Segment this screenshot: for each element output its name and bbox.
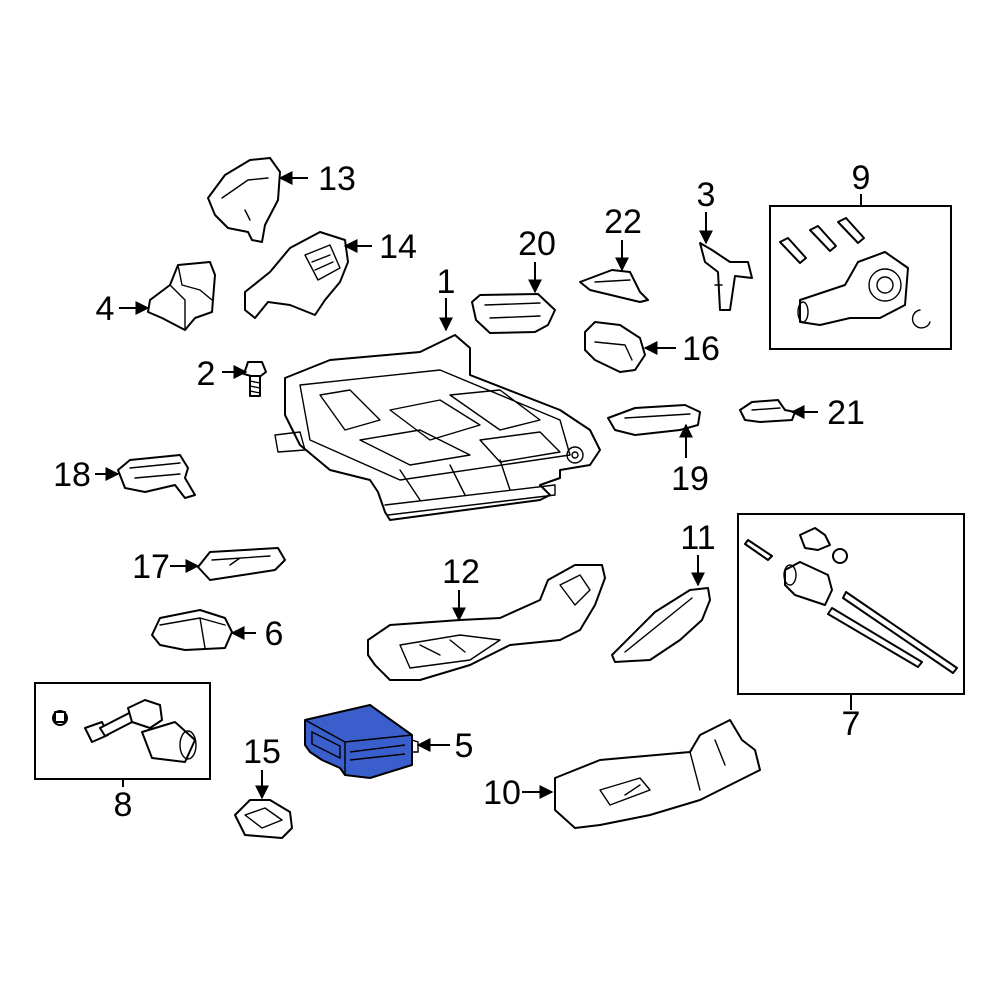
part-1-seat-frame[interactable] (274, 334, 601, 521)
part-12-side-shield[interactable] (367, 564, 606, 681)
callout-4: 4 (96, 290, 115, 328)
part-2-bolt[interactable] (243, 361, 267, 397)
part-6-module[interactable] (151, 609, 233, 651)
part-3-bracket[interactable] (699, 242, 753, 311)
callout-21: 21 (827, 394, 865, 432)
part-7-components[interactable] (744, 527, 958, 674)
part-4-bracket[interactable] (147, 261, 216, 331)
callout-labels: 1 2 3 4 5 6 7 8 9 10 11 12 13 14 15 16 1… (53, 159, 870, 824)
callout-22: 22 (604, 203, 642, 241)
part-16-switch[interactable] (584, 321, 646, 373)
part-15-switch[interactable] (234, 799, 293, 839)
callout-14: 14 (379, 228, 417, 266)
callout-1: 1 (437, 263, 456, 301)
part-20-trim[interactable] (471, 293, 556, 334)
callout-10: 10 (483, 774, 521, 812)
callout-8: 8 (114, 786, 133, 824)
callout-16: 16 (682, 330, 720, 368)
callout-5: 5 (455, 727, 474, 765)
callout-6: 6 (265, 615, 284, 653)
callout-17: 17 (132, 548, 170, 586)
callout-2: 2 (197, 355, 216, 393)
part-9-components[interactable] (779, 217, 931, 329)
part-10-side-cover[interactable] (554, 719, 761, 829)
callout-20: 20 (518, 225, 556, 263)
callout-9: 9 (852, 159, 871, 197)
part-13-cover[interactable] (207, 157, 281, 243)
part-17-trim[interactable] (197, 547, 286, 581)
part-18-bracket[interactable] (117, 454, 196, 499)
part-8-components[interactable] (52, 699, 197, 763)
part-5-control-module[interactable] (304, 704, 419, 779)
part-21-connector[interactable] (739, 399, 796, 423)
part-19-trim[interactable] (607, 404, 701, 436)
part-11-cover-panel[interactable] (611, 587, 711, 663)
callout-19: 19 (671, 460, 709, 498)
callout-12: 12 (442, 553, 480, 591)
callout-11: 11 (680, 519, 715, 557)
callout-3: 3 (697, 176, 716, 214)
part-22-bracket[interactable] (579, 269, 649, 303)
callout-13: 13 (318, 160, 356, 198)
part-14-side-panel[interactable] (244, 231, 349, 319)
leader-lines (95, 171, 862, 800)
callout-15: 15 (243, 733, 281, 771)
callout-18: 18 (53, 456, 91, 494)
callout-7: 7 (842, 705, 861, 743)
